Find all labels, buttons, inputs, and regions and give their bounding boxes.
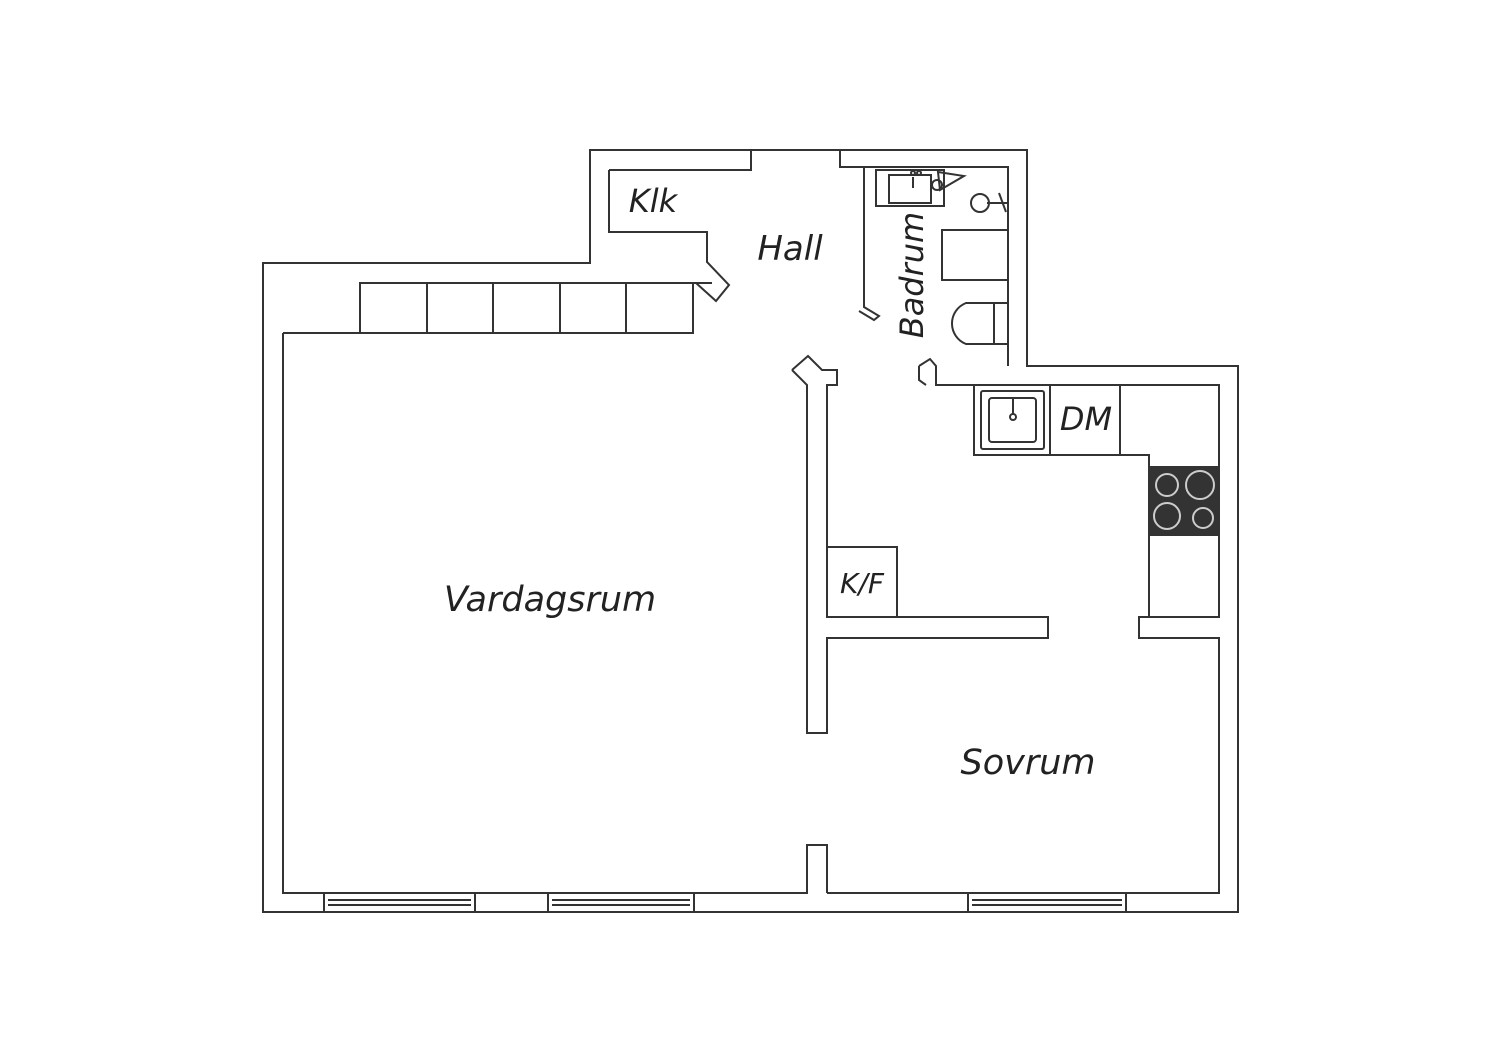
- label-badrum: Badrum: [893, 212, 931, 338]
- wall-central: [791, 354, 1049, 734]
- label-kf: K/F: [840, 567, 885, 600]
- label-hall: Hall: [757, 229, 823, 269]
- label-klk: Klk: [629, 182, 679, 220]
- kitchen-sink: [980, 390, 1045, 450]
- wall-klk: [608, 150, 752, 303]
- window-1: [323, 892, 476, 913]
- wall-kitchen-top: [827, 357, 1220, 894]
- wall-badrum-inner: [864, 166, 1009, 366]
- wall-badrum-left: [839, 150, 881, 322]
- label-sovrum: Sovrum: [960, 743, 1095, 783]
- bathroom-fixtures: [875, 169, 1009, 345]
- label-dm: DM: [1060, 400, 1112, 438]
- outer-wall-outline: [262, 149, 1239, 913]
- wall-kitchen-stub: [918, 366, 927, 386]
- window-3: [967, 892, 1127, 913]
- stove: [1149, 466, 1219, 536]
- wall-vardagsrum-inner: [282, 333, 828, 894]
- window-2: [547, 892, 695, 913]
- label-vardagsrum: Vardagsrum: [444, 580, 656, 620]
- kf-cabinet: [826, 546, 898, 618]
- wardrobes: [359, 282, 712, 334]
